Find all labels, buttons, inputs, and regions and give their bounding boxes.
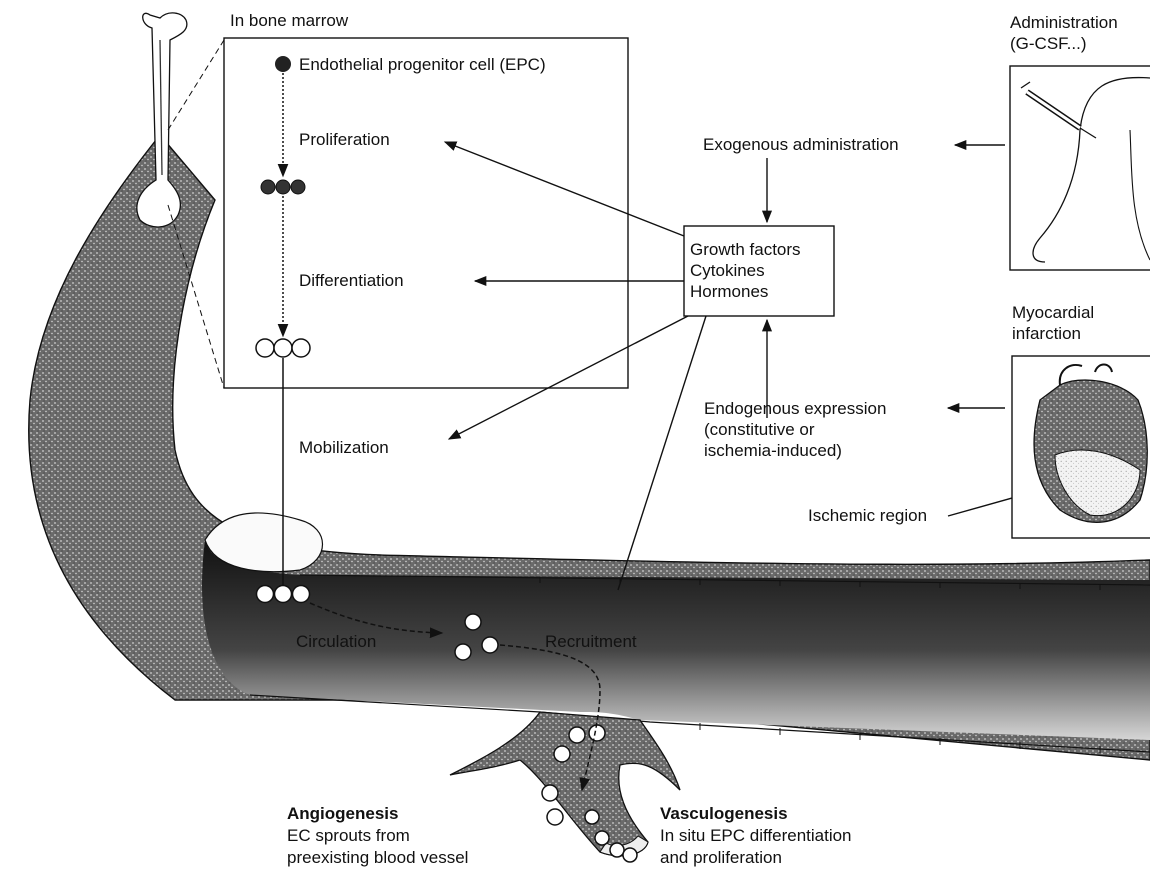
endogenous-line-2: (constitutive or xyxy=(704,419,815,440)
vasculogenesis-title: Vasculogenesis xyxy=(660,803,788,824)
angiogenesis-title: Angiogenesis xyxy=(287,803,398,824)
bone-marrow-box xyxy=(224,38,628,388)
administration-line-1: Administration xyxy=(1010,12,1118,33)
heart-panel xyxy=(1012,356,1150,538)
administration-panel xyxy=(1010,66,1150,270)
circulation-label: Circulation xyxy=(296,631,376,652)
exogenous-label: Exogenous administration xyxy=(703,134,899,155)
mobilization-label: Mobilization xyxy=(299,437,389,458)
factors-line-2: Cytokines xyxy=(690,260,765,281)
bone-marrow-title: In bone marrow xyxy=(230,10,348,31)
endogenous-line-1: Endogenous expression xyxy=(704,398,886,419)
angiogenesis-line-1: EC sprouts from xyxy=(287,825,410,846)
differentiated-cells xyxy=(256,339,310,357)
ischemic-region-label: Ischemic region xyxy=(808,505,927,526)
administration-line-2: (G-CSF...) xyxy=(1010,33,1087,54)
vasculogenesis-line-1: In situ EPC differentiation xyxy=(660,825,852,846)
endogenous-line-3: ischemia-induced) xyxy=(704,440,842,461)
myocardial-line-1: Myocardial xyxy=(1012,302,1094,323)
recruitment-label: Recruitment xyxy=(545,631,637,652)
epc-cell xyxy=(275,56,291,72)
proliferation-label: Proliferation xyxy=(299,129,390,150)
proliferated-cells xyxy=(261,180,305,194)
angiogenesis-line-2: preexisting blood vessel xyxy=(287,847,468,868)
factors-line-1: Growth factors xyxy=(690,239,801,260)
differentiation-label: Differentiation xyxy=(299,270,404,291)
factors-line-3: Hormones xyxy=(690,281,768,302)
vasculogenesis-line-2: and proliferation xyxy=(660,847,782,868)
myocardial-line-2: infarction xyxy=(1012,323,1081,344)
epc-label: Endothelial progenitor cell (EPC) xyxy=(299,54,546,75)
